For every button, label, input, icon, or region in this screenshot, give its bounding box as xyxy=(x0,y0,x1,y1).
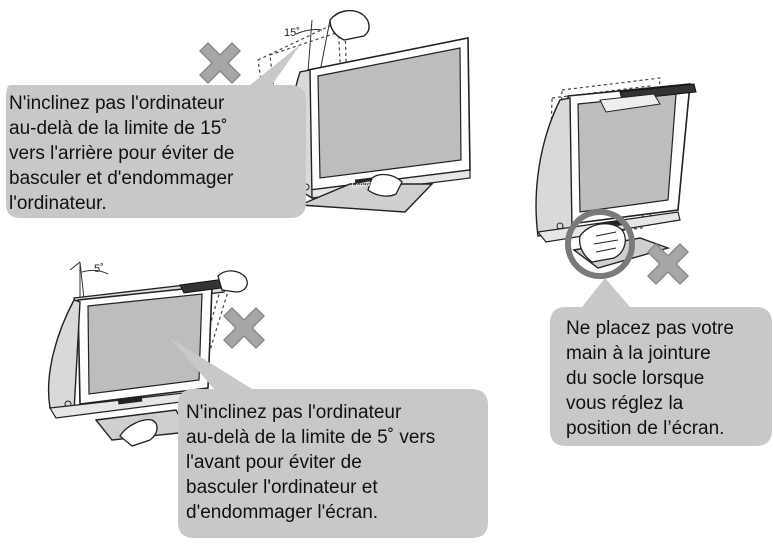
callout-tilt-back-text: N'inclinez pas l'ordinateur au-delà de l… xyxy=(9,91,309,216)
cross-icon xyxy=(200,43,240,83)
cross-icon xyxy=(224,308,264,348)
angle-label-forward: 5˚ xyxy=(94,263,104,275)
angle-label-back: 15˚ xyxy=(284,27,300,39)
callout-hand-joint-text: Ne placez pas votre main à la jointure d… xyxy=(566,316,766,441)
hand-joint-illustration xyxy=(536,78,696,276)
cross-icon xyxy=(648,244,688,284)
callout-tilt-forward-text: N'inclinez pas l'ordinateur au-delà de l… xyxy=(186,400,476,525)
